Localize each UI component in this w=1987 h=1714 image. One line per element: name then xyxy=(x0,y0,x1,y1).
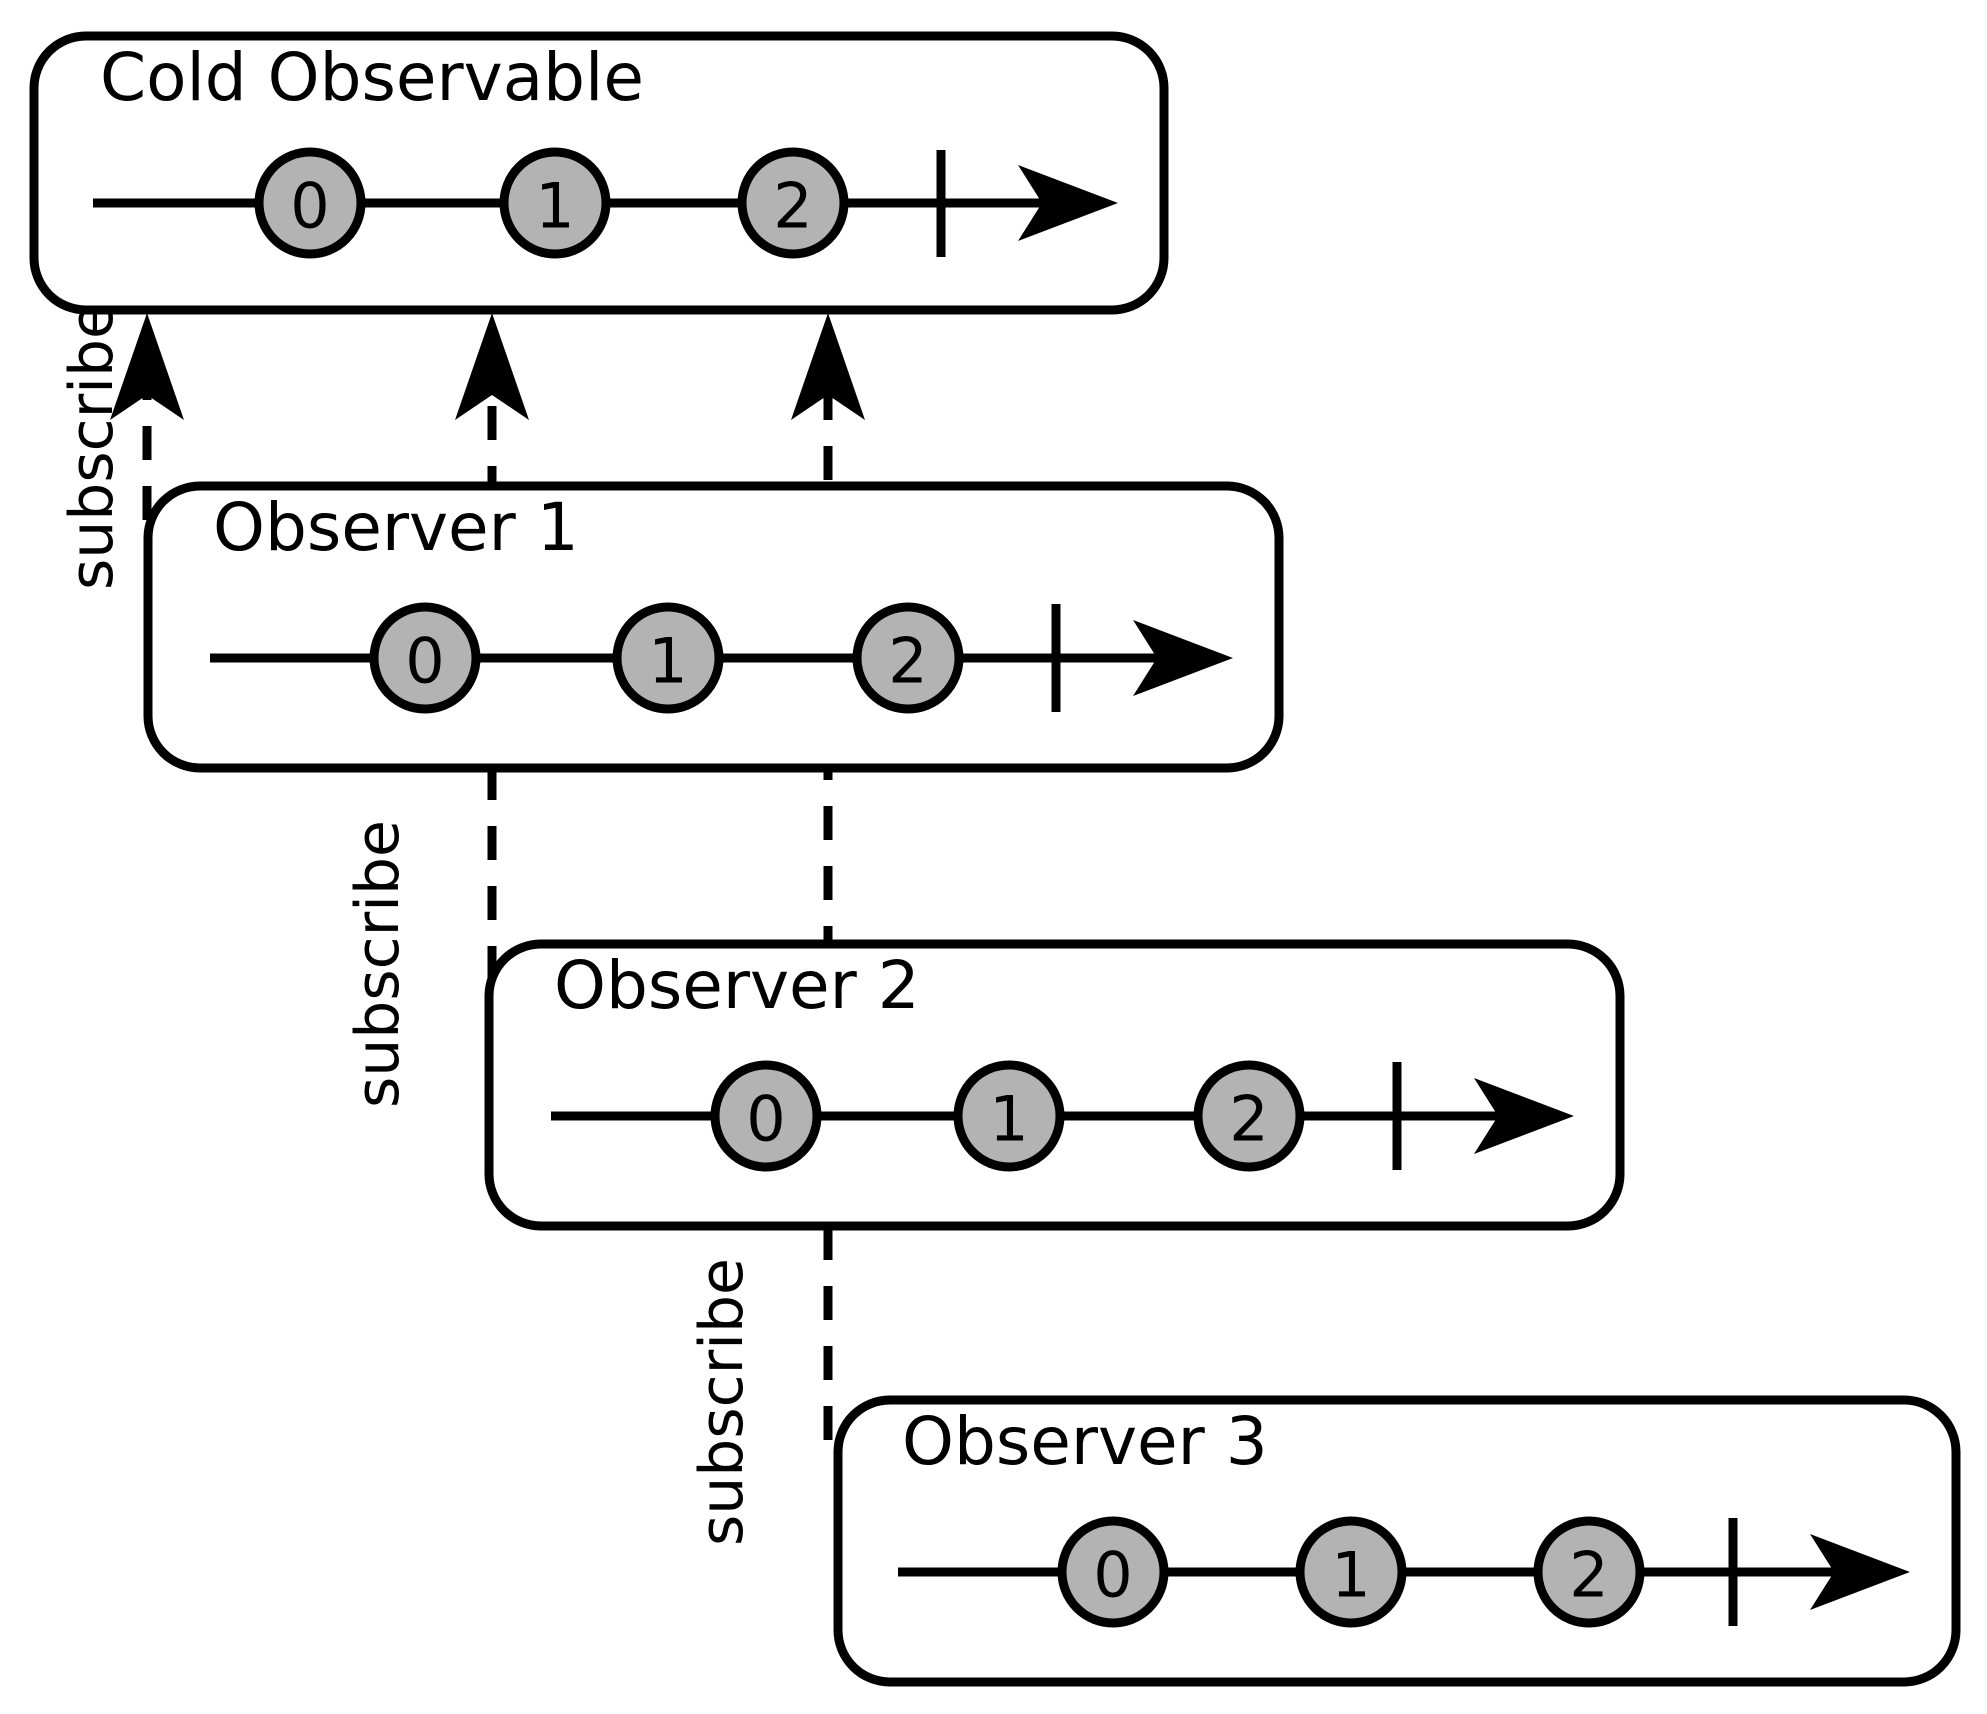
observer-3-box[interactable]: Observer 3 0 1 2 xyxy=(833,1395,1961,1687)
event-node-circle xyxy=(953,1060,1065,1172)
observer-2-event-0[interactable]: 0 xyxy=(710,1060,822,1172)
event-node-circle xyxy=(612,602,724,714)
cold-observable-title: Cold Observable xyxy=(100,39,644,116)
observer-2-title: Observer 2 xyxy=(554,947,920,1024)
observer-3-event-0[interactable]: 0 xyxy=(1057,1516,1169,1628)
event-node-circle xyxy=(254,147,366,259)
event-node-circle xyxy=(737,147,849,259)
subscribe-3-label: subscribe xyxy=(687,1258,757,1546)
subscribe-arrow-1: subscribe xyxy=(57,302,184,590)
event-node-label: 1 xyxy=(535,170,574,243)
event-node-circle xyxy=(1057,1516,1169,1628)
observer-3-event-1[interactable]: 1 xyxy=(1295,1516,1407,1628)
event-node-circle xyxy=(1295,1516,1407,1628)
subscribe-arrow-3: subscribe xyxy=(687,313,865,1546)
observer-3-title: Observer 3 xyxy=(902,1403,1268,1480)
observer-2-event-1[interactable]: 1 xyxy=(953,1060,1065,1172)
observer-1-box[interactable]: Observer 1 0 1 2 xyxy=(143,481,1284,773)
event-node-label: 2 xyxy=(888,625,927,698)
event-node-label: 1 xyxy=(989,1083,1028,1156)
event-node-label: 2 xyxy=(773,170,812,243)
event-node-label: 0 xyxy=(290,170,329,243)
cold-observable-box[interactable]: Cold Observable 0 1 2 xyxy=(29,31,1169,315)
subscribe-1-label: subscribe xyxy=(57,302,127,590)
observer-2-box[interactable]: Observer 2 0 1 2 xyxy=(484,939,1625,1231)
event-node-circle xyxy=(710,1060,822,1172)
observer-1-arrowhead-icon xyxy=(1133,620,1233,696)
event-node-circle xyxy=(1193,1060,1305,1172)
observer-1-title: Observer 1 xyxy=(213,489,579,566)
event-node-circle xyxy=(852,602,964,714)
subscribe-2-label: subscribe xyxy=(343,820,413,1108)
subscribe-3-arrowhead-icon xyxy=(791,313,865,420)
observer-1-event-0[interactable]: 0 xyxy=(369,602,481,714)
cold-observable-event-0[interactable]: 0 xyxy=(254,147,366,259)
event-node-label: 0 xyxy=(405,625,444,698)
event-node-label: 1 xyxy=(1331,1539,1370,1612)
event-node-label: 2 xyxy=(1229,1083,1268,1156)
observer-2-event-2[interactable]: 2 xyxy=(1193,1060,1305,1172)
event-node-label: 1 xyxy=(648,625,687,698)
observer-1-event-1[interactable]: 1 xyxy=(612,602,724,714)
subscribe-1-arrowhead-icon xyxy=(110,313,184,420)
event-node-label: 0 xyxy=(746,1083,785,1156)
cold-observable-arrowhead-icon xyxy=(1018,165,1118,241)
cold-observable-event-2[interactable]: 2 xyxy=(737,147,849,259)
subscribe-2-arrowhead-icon xyxy=(455,313,529,420)
event-node-circle xyxy=(369,602,481,714)
event-node-label: 0 xyxy=(1093,1539,1132,1612)
cold-observable-event-1[interactable]: 1 xyxy=(499,147,611,259)
observer-3-event-2[interactable]: 2 xyxy=(1533,1516,1645,1628)
observer-3-arrowhead-icon xyxy=(1810,1534,1910,1610)
observer-1-event-2[interactable]: 2 xyxy=(852,602,964,714)
event-node-circle xyxy=(1533,1516,1645,1628)
event-node-circle xyxy=(499,147,611,259)
observer-2-arrowhead-icon xyxy=(1474,1078,1574,1154)
event-node-label: 2 xyxy=(1569,1539,1608,1612)
